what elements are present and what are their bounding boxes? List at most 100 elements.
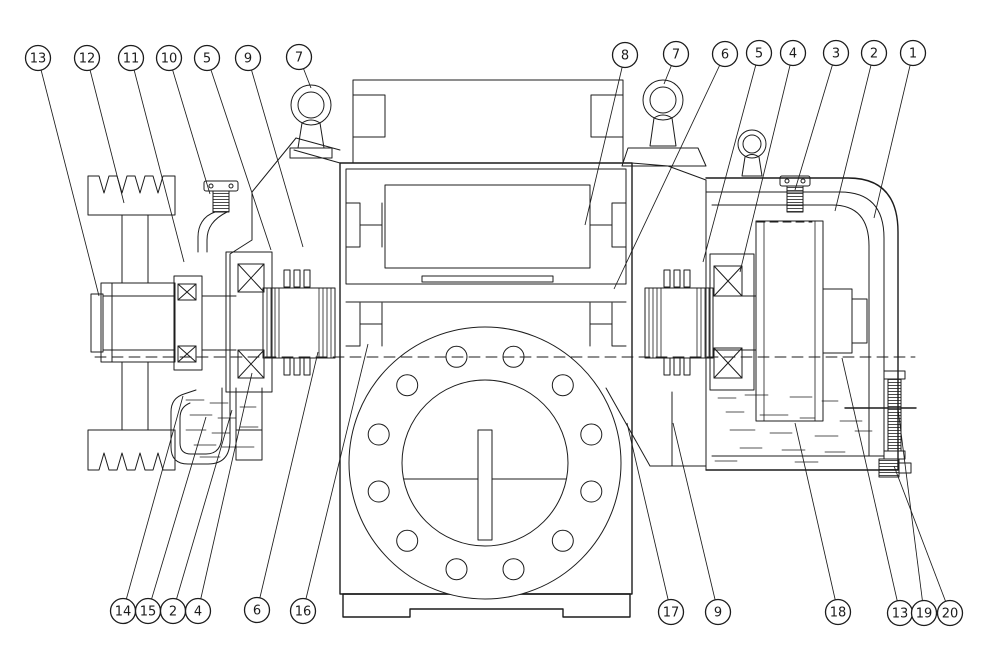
callout-1-14: 1 xyxy=(873,39,927,219)
oil-marks xyxy=(185,221,873,463)
eye-bolt-right xyxy=(642,79,684,147)
sight-glass-tab-bottom xyxy=(883,450,906,460)
balloon-circle xyxy=(824,598,852,626)
pulley-web xyxy=(121,214,149,431)
pulley-top-rim xyxy=(87,175,176,216)
labyrinth-sleeve-right xyxy=(644,287,714,359)
callout-8-7: 8 xyxy=(584,41,639,226)
side-pocket-lower-right xyxy=(589,302,627,347)
bearing-cross xyxy=(237,263,265,293)
seal-housing xyxy=(173,275,203,371)
balloon-label: 15 xyxy=(140,605,157,620)
gear-body xyxy=(755,220,824,422)
eye-ring-outer xyxy=(737,129,767,159)
callout-4-11: 4 xyxy=(739,39,807,273)
callout-6-19: 6 xyxy=(243,351,319,624)
leader-line xyxy=(893,465,951,614)
bearing-box xyxy=(713,347,743,379)
balloon-circle xyxy=(711,40,739,68)
outlet-slant xyxy=(605,387,707,467)
balloon-label: 16 xyxy=(295,605,312,620)
oil-dashes-right-sump xyxy=(714,394,873,463)
leader-line xyxy=(794,422,839,613)
balloon-circle xyxy=(662,40,690,68)
shaft-lines-left xyxy=(102,295,237,351)
fitting-bolt-hole xyxy=(784,178,790,184)
seal-box-upper xyxy=(177,283,197,301)
leader-line xyxy=(86,57,125,204)
balloon-label: 2 xyxy=(870,47,878,62)
sump-pocket xyxy=(235,387,263,461)
cover-outer-wall xyxy=(705,177,899,471)
cover-inner-wall xyxy=(705,191,885,457)
callout-10-3: 10 xyxy=(155,44,211,195)
callout-13-0: 13 xyxy=(24,44,100,297)
leader-line xyxy=(613,53,726,290)
rotor-strip xyxy=(421,275,554,283)
fitting-body-hatched xyxy=(212,190,230,213)
callout-5-4: 5 xyxy=(193,44,272,251)
balloon-circle xyxy=(73,44,101,72)
leader-line xyxy=(247,57,304,248)
callout-14-15: 14 xyxy=(109,395,184,625)
bolt-hole xyxy=(551,529,574,552)
balloon-label: 7 xyxy=(672,48,680,63)
flange-bolt-holes xyxy=(367,345,603,581)
leader-line xyxy=(197,372,253,612)
eye-shank xyxy=(649,114,677,147)
shaft-lines-right xyxy=(712,295,757,351)
callout-18-23: 18 xyxy=(794,422,852,626)
sleeve-grooves-right xyxy=(648,287,710,359)
balloon-circle xyxy=(289,597,317,625)
callout-5-10: 5 xyxy=(702,39,773,263)
balloon-label: 6 xyxy=(253,604,261,619)
balloon-label: 20 xyxy=(942,607,959,622)
gear-cover xyxy=(705,177,899,471)
balloon-circle xyxy=(936,599,964,627)
callout-19-25: 19 xyxy=(897,408,938,627)
labyrinth-sleeve-left xyxy=(262,287,336,359)
seal-cross-upper xyxy=(177,283,197,301)
callout-9-22: 9 xyxy=(672,422,732,626)
leader-line xyxy=(834,52,875,212)
balloon-circle xyxy=(704,598,732,626)
bolt-hole xyxy=(396,374,419,397)
inspection-flange xyxy=(348,326,622,600)
shaft-end-washer xyxy=(90,293,104,353)
rotor-tip-bar xyxy=(477,429,493,541)
flange-inner-circle xyxy=(401,379,569,547)
balloon-circle xyxy=(243,596,271,624)
top-cap-notches xyxy=(352,94,624,138)
chamber-liner xyxy=(345,168,627,285)
balloon-circle xyxy=(745,39,773,67)
callout-17-21: 17 xyxy=(626,422,685,626)
balloon-label: 9 xyxy=(714,606,722,621)
bolt-hole xyxy=(580,423,603,446)
eye-bolt-small xyxy=(737,129,767,177)
bracket-top-slants xyxy=(631,162,707,181)
bearing-housing-right xyxy=(709,253,755,391)
leader-line xyxy=(702,52,760,263)
labyrinth-teeth xyxy=(283,269,691,376)
eye-shank xyxy=(741,154,763,177)
leader-line xyxy=(794,52,837,191)
leader-line xyxy=(841,357,901,614)
balloon-label: 18 xyxy=(830,606,847,621)
bracket-outer-edge xyxy=(229,137,297,389)
balloon-circle xyxy=(910,599,938,627)
bearing-left xyxy=(225,251,273,393)
eye-ring-inner xyxy=(742,134,762,154)
balloon-circle xyxy=(899,39,927,67)
callout-4-18: 4 xyxy=(184,372,253,625)
seal-box-lower xyxy=(177,345,197,363)
oil-sight-glass xyxy=(844,370,917,460)
bearing-right xyxy=(709,253,755,391)
sleeve-grooves-left xyxy=(266,287,332,359)
callout-13-24: 13 xyxy=(841,357,914,627)
eye-ring-outer xyxy=(290,84,332,126)
teeth-left xyxy=(283,269,311,376)
balloon-label: 5 xyxy=(755,47,763,62)
balloon-circle xyxy=(24,44,52,72)
callout-2-17: 2 xyxy=(159,409,233,625)
